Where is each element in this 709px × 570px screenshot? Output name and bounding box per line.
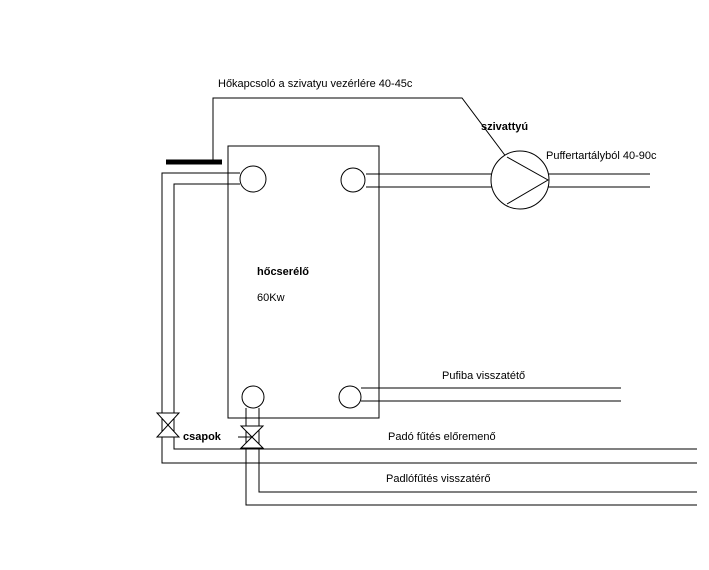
valve-left (155, 412, 181, 438)
pump-circle (490, 150, 550, 210)
valves-label: csapok (183, 431, 221, 443)
pipe-return-inner (258, 408, 697, 493)
thermostat-control-wire (212, 97, 508, 162)
valve-right (238, 425, 265, 449)
port-bottom-left (241, 385, 265, 409)
pump-triangle (506, 156, 550, 205)
floor-return-label: Padlófűtés visszatérő (386, 473, 491, 485)
pipe-supply-inner (173, 183, 697, 450)
heat-exchanger-body (227, 145, 380, 419)
floor-supply-label: Padó fűtés előremenő (388, 431, 496, 443)
port-top-right (340, 167, 366, 193)
buffer-supply-label: Puffertartályból 40-90c (546, 150, 657, 162)
exchanger-power-label: 60Kw (257, 292, 285, 304)
port-bottom-right (338, 385, 362, 409)
pipe-supply-outer (161, 172, 697, 464)
port-top-left (239, 165, 267, 193)
pipe-return-outer (245, 408, 697, 506)
pump-label: szivattyú (481, 121, 529, 133)
buffer-return-label: Pufiba visszatétő (442, 370, 526, 382)
exchanger-name-label: hőcserélő (257, 266, 309, 278)
thermostat-label: Hőkapcsoló a szivatyu vezérlére 40-45c (218, 78, 413, 90)
